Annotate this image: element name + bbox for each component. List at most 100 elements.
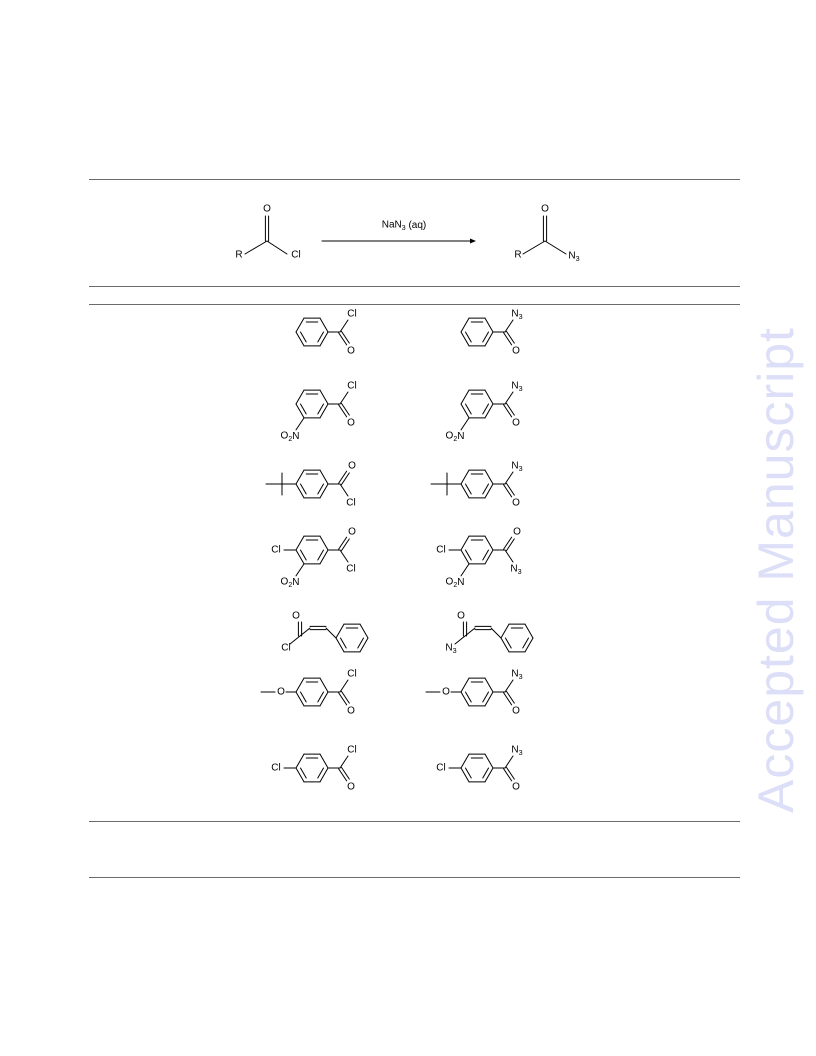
- bond: [295, 317, 305, 333]
- bond: [319, 753, 329, 769]
- aromatic-bond: [482, 767, 490, 779]
- product-structure: N3O: [430, 461, 523, 509]
- table-header-rule: [89, 286, 740, 287]
- bond: [339, 483, 349, 497]
- bond: [295, 417, 305, 431]
- bond: [524, 637, 534, 653]
- double-bond: [338, 536, 348, 550]
- bond: [484, 403, 494, 419]
- bond: [339, 319, 349, 333]
- aromatic-bond: [464, 331, 472, 343]
- bond: [460, 317, 470, 333]
- atom-label: Cl: [347, 745, 356, 756]
- bond: [504, 679, 514, 693]
- atom-label: O: [512, 706, 520, 717]
- benzene-ring: [500, 623, 534, 653]
- bond: [295, 753, 305, 769]
- atom-label: N3: [511, 461, 522, 473]
- atom-label: Cl: [271, 763, 280, 774]
- double-bond: [338, 692, 348, 706]
- bond: [319, 331, 329, 347]
- benzene-ring: [460, 469, 494, 499]
- atom-label: Cl: [271, 545, 280, 556]
- atom-label: O: [541, 204, 549, 215]
- atom-label: O: [513, 527, 521, 538]
- aromatic-bond: [482, 549, 490, 561]
- atom-label: Cl: [346, 564, 355, 575]
- bond: [295, 677, 305, 693]
- bond: [460, 677, 470, 693]
- bond: [319, 677, 329, 693]
- atom-label: R: [514, 250, 521, 261]
- bond: [295, 535, 305, 551]
- bond: [295, 563, 305, 577]
- bond: [484, 549, 494, 565]
- aromatic-bond: [299, 691, 307, 703]
- benzene-ring: [295, 753, 329, 783]
- benzene-ring: [295, 389, 329, 419]
- atom-label: O: [347, 782, 355, 793]
- benzene-ring: [460, 535, 494, 565]
- atom-label: N3: [511, 745, 522, 757]
- substrate-table: ClON3OClOO2NN3OO2NOClN3OOClClO2NON3ClO2N…: [260, 309, 534, 793]
- reactant-structure: ClO: [295, 309, 357, 357]
- atom-label: O: [277, 687, 285, 698]
- double-bond: [503, 404, 513, 418]
- bond: [484, 469, 494, 485]
- atom-label: N3: [511, 381, 522, 393]
- bond: [339, 549, 349, 563]
- atom-label: Cl: [347, 309, 356, 320]
- table-footer-rule: [89, 877, 740, 878]
- double-bond: [505, 482, 515, 496]
- bond: [339, 679, 349, 693]
- bond: [335, 623, 345, 639]
- nitro-label: O2N: [281, 576, 300, 588]
- atom-label: O: [442, 687, 450, 698]
- bond: [295, 549, 305, 565]
- bond: [490, 627, 502, 639]
- bond: [504, 471, 514, 485]
- aromatic-bond: [357, 637, 365, 649]
- watermark-accepted-manuscript: Accepted Manuscript: [748, 327, 804, 813]
- bond: [266, 240, 288, 255]
- table-header-rule-2: [89, 304, 740, 305]
- arrow-head: [470, 238, 476, 244]
- bond: [460, 389, 470, 405]
- bond: [319, 483, 329, 499]
- bond: [295, 691, 305, 707]
- bond: [319, 691, 329, 707]
- aromatic-bond: [464, 403, 472, 415]
- double-bond: [505, 402, 515, 416]
- bond: [524, 623, 534, 639]
- bond: [244, 240, 268, 255]
- aromatic-bond: [504, 637, 512, 649]
- aromatic-bond: [317, 767, 325, 779]
- atom-label: O: [348, 461, 356, 472]
- aromatic-bond: [464, 767, 472, 779]
- atom-label: O: [457, 611, 465, 622]
- aromatic-bond: [482, 691, 490, 703]
- bond: [319, 403, 329, 419]
- bond: [295, 483, 305, 499]
- bond: [460, 563, 470, 577]
- bond: [339, 391, 349, 405]
- double-bond: [340, 538, 350, 552]
- double-bond: [340, 330, 350, 344]
- double-bond: [503, 692, 513, 706]
- aromatic-bond: [299, 483, 307, 495]
- bond: [504, 755, 514, 769]
- bond: [484, 483, 494, 499]
- benzene-ring: [460, 317, 494, 347]
- bond: [319, 469, 329, 485]
- bond: [484, 317, 494, 333]
- atom-label: O: [347, 418, 355, 429]
- nitro-label: O2N: [281, 430, 300, 442]
- bond: [504, 319, 514, 333]
- bond: [484, 535, 494, 551]
- reactant-structure: ClO Cl: [271, 745, 356, 793]
- bond: [460, 331, 470, 347]
- bond: [460, 483, 470, 499]
